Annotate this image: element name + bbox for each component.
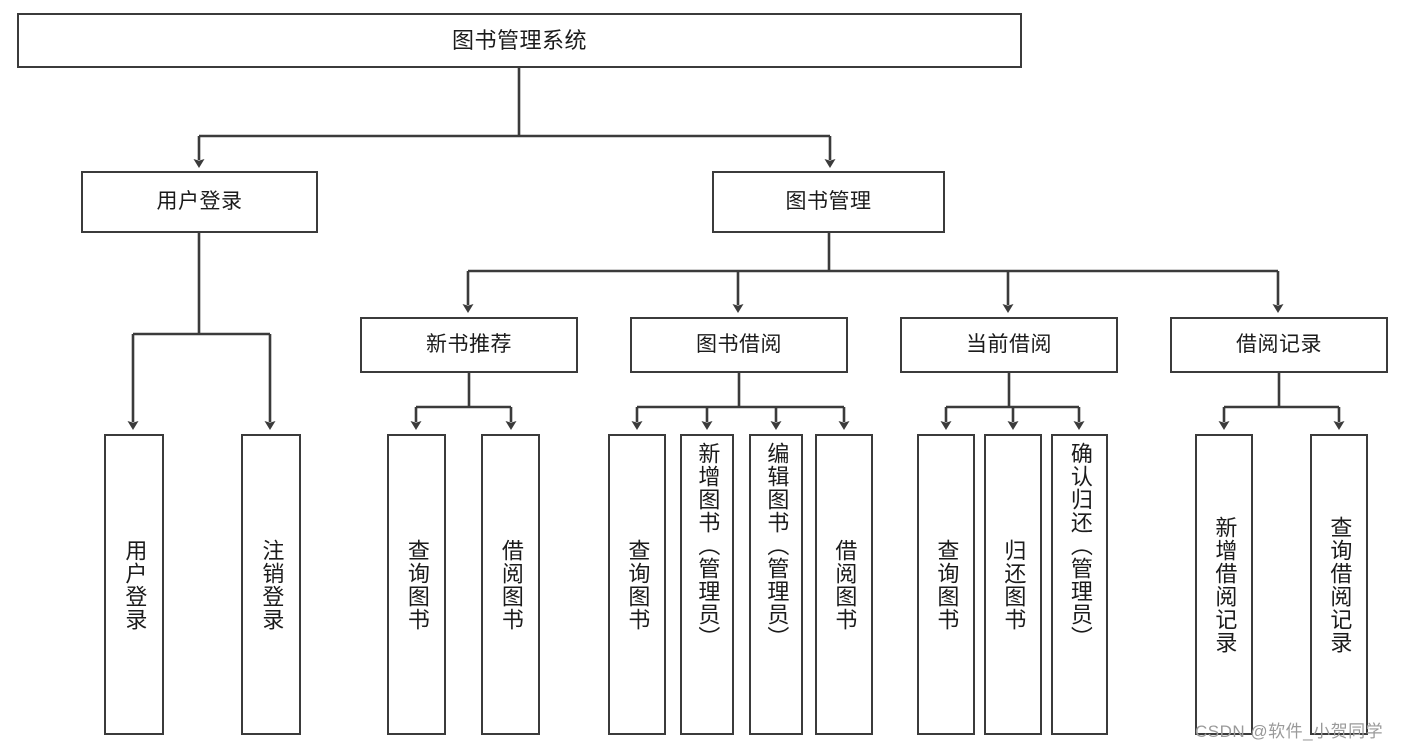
leaf-user-login[interactable]: 用户登录 <box>104 434 164 735</box>
leaf-query-borrow-record-label: 查询借阅记录 <box>1327 515 1353 654</box>
csdn-watermark: CSDN @软件_小贺同学 <box>1195 722 1384 741</box>
leaf-borrow-book-recommend-label: 借阅图书 <box>498 538 524 631</box>
leaf-borrow-book[interactable]: 借阅图书 <box>815 434 873 735</box>
leaf-confirm-return-label: 确认归还（管理员） <box>1067 442 1093 649</box>
node-user-login[interactable]: 用户登录 <box>81 171 318 233</box>
leaf-borrow-book-recommend[interactable]: 借阅图书 <box>481 434 540 735</box>
leaf-add-borrow-record[interactable]: 新增借阅记录 <box>1195 434 1253 735</box>
node-new-book-recommend-label: 新书推荐 <box>426 332 512 356</box>
leaf-confirm-return[interactable]: 确认归还（管理员） <box>1051 434 1108 735</box>
node-new-book-recommend[interactable]: 新书推荐 <box>360 317 578 373</box>
node-current-borrow-label: 当前借阅 <box>966 332 1052 356</box>
leaf-add-book-label: 新增图书（管理员） <box>695 442 721 649</box>
leaf-borrow-book-label: 借阅图书 <box>832 538 858 631</box>
node-book-borrow[interactable]: 图书借阅 <box>630 317 848 373</box>
leaf-query-book-current-label: 查询图书 <box>934 538 960 631</box>
leaf-logout[interactable]: 注销登录 <box>241 434 301 735</box>
leaf-add-book[interactable]: 新增图书（管理员） <box>680 434 734 735</box>
leaf-query-book-borrow-label: 查询图书 <box>625 538 651 631</box>
leaf-user-login-label: 用户登录 <box>122 538 148 631</box>
node-user-login-label: 用户登录 <box>156 189 243 213</box>
node-book-borrow-label: 图书借阅 <box>696 332 782 356</box>
leaf-query-book-recommend-label: 查询图书 <box>404 538 430 631</box>
node-borrow-record[interactable]: 借阅记录 <box>1170 317 1388 373</box>
leaf-edit-book[interactable]: 编辑图书（管理员） <box>749 434 803 735</box>
leaf-return-book[interactable]: 归还图书 <box>984 434 1042 735</box>
leaf-query-book-current[interactable]: 查询图书 <box>917 434 975 735</box>
node-current-borrow[interactable]: 当前借阅 <box>900 317 1118 373</box>
node-root[interactable]: 图书管理系统 <box>17 13 1022 68</box>
node-root-label: 图书管理系统 <box>451 27 587 53</box>
leaf-add-borrow-record-label: 新增借阅记录 <box>1212 515 1238 654</box>
leaf-query-book-recommend[interactable]: 查询图书 <box>387 434 446 735</box>
leaf-query-book-borrow[interactable]: 查询图书 <box>608 434 666 735</box>
leaf-edit-book-label: 编辑图书（管理员） <box>764 442 790 649</box>
node-book-manage[interactable]: 图书管理 <box>712 171 945 233</box>
leaf-query-borrow-record[interactable]: 查询借阅记录 <box>1310 434 1368 735</box>
leaf-return-book-label: 归还图书 <box>1001 538 1027 631</box>
node-borrow-record-label: 借阅记录 <box>1236 332 1322 356</box>
leaf-logout-label: 注销登录 <box>259 538 285 631</box>
node-book-manage-label: 图书管理 <box>785 189 872 213</box>
